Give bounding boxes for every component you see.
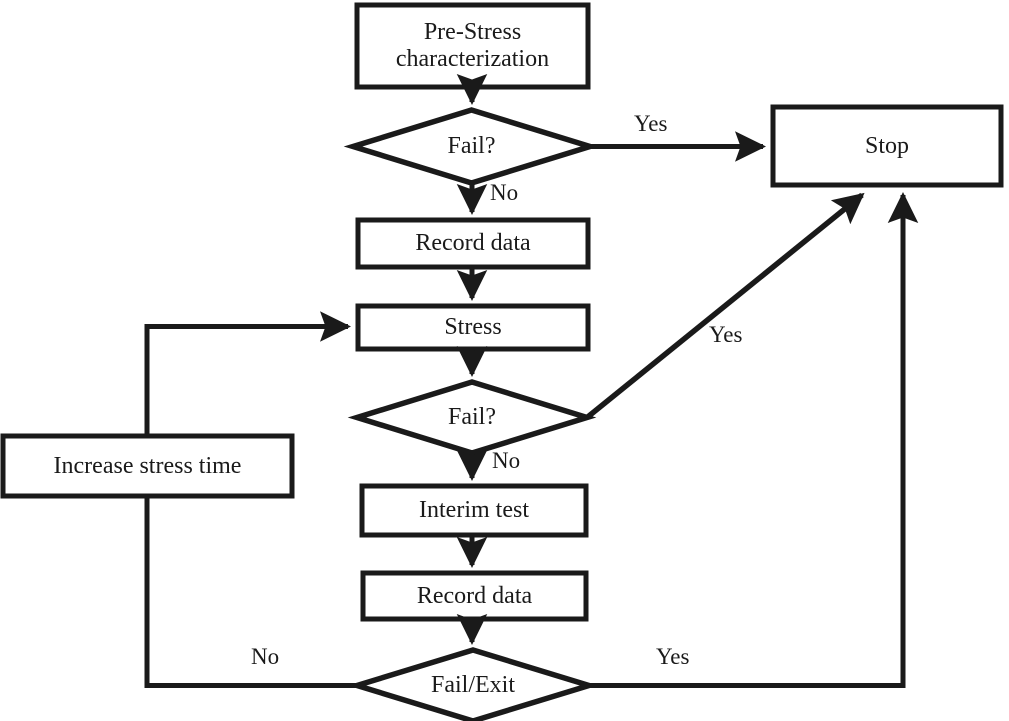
node-stop[interactable] (770, 104, 1004, 188)
edge-label-yes-fail-exit: Yes (656, 644, 690, 669)
node-fail-exit-decision[interactable] (347, 647, 599, 721)
edge-label-no-fail-2: No (492, 448, 521, 473)
edge-fail-exit-no-to-increase-stress-time (144, 496, 357, 688)
node-stress[interactable] (355, 303, 591, 352)
edge-fail-exit-yes-to-stop (589, 191, 919, 688)
node-increase-stress-time[interactable] (0, 433, 295, 499)
edge-label-yes-fail-2: Yes (709, 322, 743, 347)
edge-increase-stress-time-to-stress (144, 311, 352, 436)
node-interim-test[interactable] (359, 483, 589, 538)
node-record-data-1[interactable] (355, 217, 591, 270)
node-pre-stress-characterization[interactable] (354, 2, 591, 90)
edge-connectors (144, 74, 919, 688)
node-fail-decision-1[interactable] (343, 107, 600, 186)
node-record-data-2[interactable] (360, 570, 589, 622)
edge-label-yes-fail-1: Yes (634, 111, 668, 136)
edge-label-no-fail-exit: No (251, 644, 280, 669)
edge-fail-2-yes-to-stop (585, 192, 865, 420)
edge-label-no-fail-1: No (490, 180, 519, 205)
node-fail-decision-2[interactable] (347, 379, 597, 456)
